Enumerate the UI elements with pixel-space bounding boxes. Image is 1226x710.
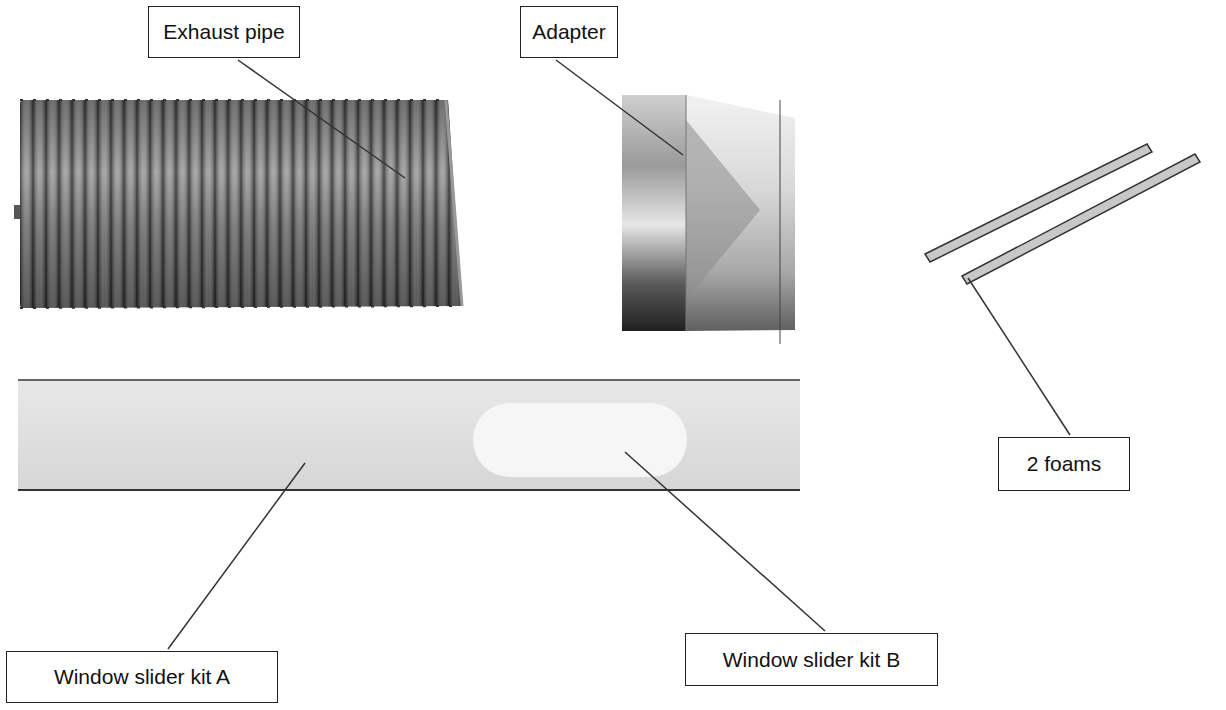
callout-box: Exhaust pipe	[148, 6, 300, 58]
window-slider	[18, 380, 800, 490]
part-label: Exhaust pipe	[163, 20, 284, 44]
callout-box: Adapter	[520, 6, 618, 58]
part-label: Window slider kit A	[54, 665, 230, 689]
part-label: 2 foams	[1027, 452, 1102, 476]
leader-lines	[168, 60, 1070, 649]
adapter	[622, 95, 795, 344]
foam-strips	[925, 144, 1200, 284]
callout-box: 2 foams	[998, 437, 1130, 491]
part-label: Window slider kit B	[723, 648, 900, 672]
part-label: Adapter	[532, 20, 606, 44]
callout-box: Window slider kit A	[6, 651, 278, 703]
exhaust-pipe	[14, 100, 462, 308]
callout-box: Window slider kit B	[685, 633, 938, 686]
